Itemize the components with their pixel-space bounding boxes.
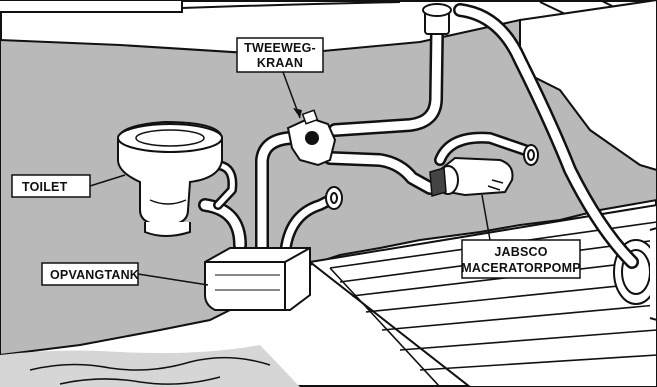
deck-fitting-top <box>422 3 452 35</box>
corner-label-box <box>0 0 183 13</box>
macerator-pump-illustration <box>429 156 514 197</box>
water <box>0 345 300 387</box>
label-opvangtank-text: OPVANGTANK <box>50 268 139 282</box>
y-valve-illustration <box>286 109 337 167</box>
label-toilet-text: TOILET <box>22 180 68 194</box>
water-waves <box>29 356 271 385</box>
leader-line <box>89 174 126 187</box>
deck-edge-line <box>181 1 401 9</box>
label-jabsco-line2: MACERATORPOMP <box>461 261 581 275</box>
hoses <box>198 3 639 269</box>
label-jabsco: JABSCO MACERATORPOMP <box>461 194 581 279</box>
label-jabsco-line1: JABSCO <box>494 245 547 259</box>
label-tweeweg-line2: KRAAN <box>257 56 303 70</box>
label-toilet: TOILET <box>11 174 126 198</box>
leader-line <box>481 194 491 241</box>
label-opvangtank: OPVANGTANK <box>41 262 209 286</box>
label-tweeweg-kraan: TWEEWEG- KRAAN <box>236 37 324 119</box>
label-tweeweg-line1: TWEEWEG- <box>244 41 316 55</box>
toilet-illustration <box>117 120 223 237</box>
holding-tank-illustration <box>204 247 311 311</box>
leader-line <box>137 273 209 286</box>
hull-fitting-rings <box>325 144 539 210</box>
